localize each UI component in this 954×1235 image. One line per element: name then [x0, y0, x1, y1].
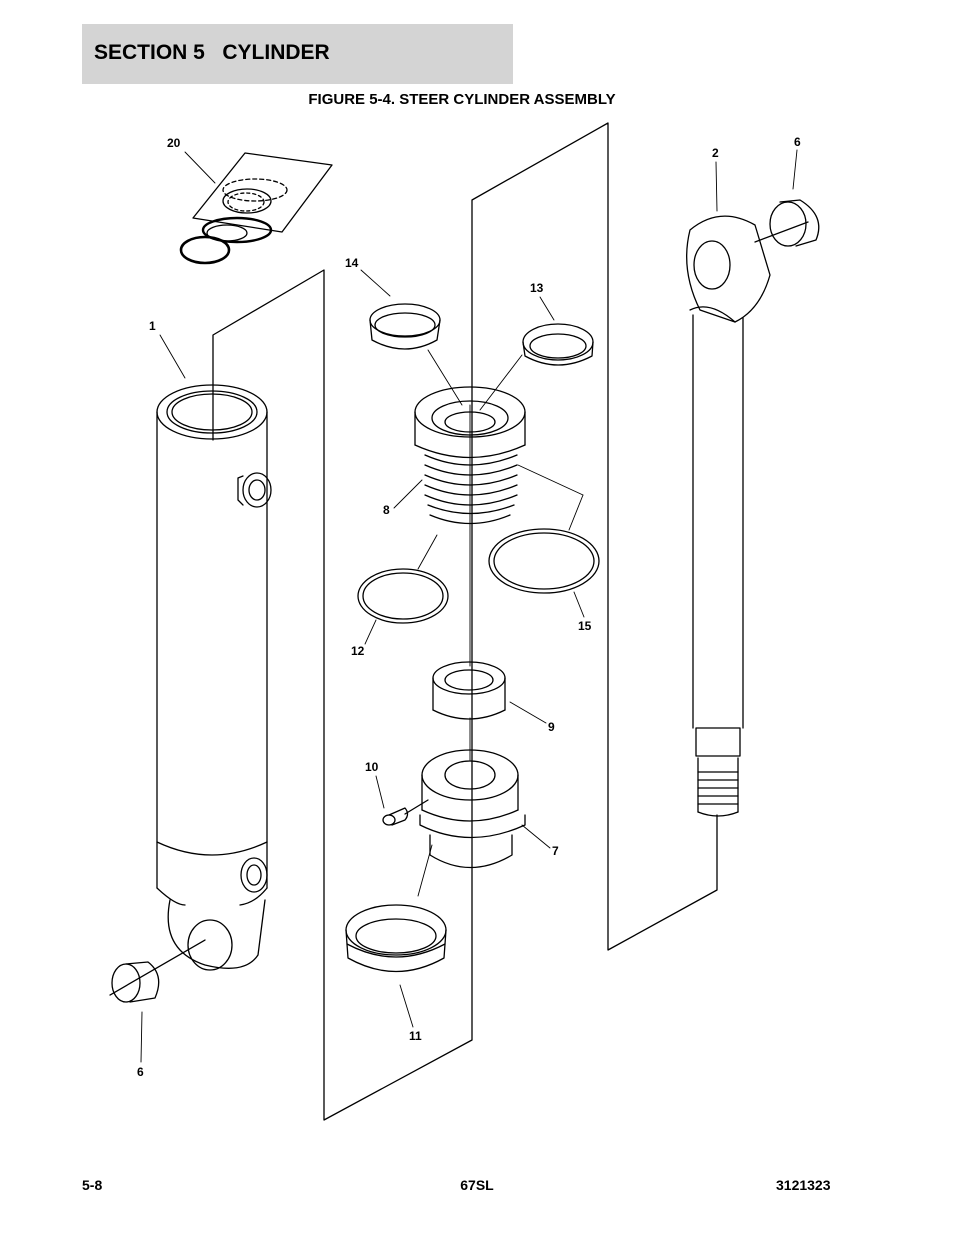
rod-seal	[522, 323, 594, 366]
page-number: 5-8	[82, 1177, 103, 1193]
set-screw-10	[382, 799, 429, 826]
o-ring-12	[357, 568, 449, 624]
callout-1: 1	[149, 319, 156, 333]
document-number: 3121323	[776, 1177, 831, 1193]
section-title: SECTION 5 CYLINDER	[94, 41, 330, 64]
model-name: 67SL	[460, 1177, 494, 1193]
callout-7: 7	[552, 844, 559, 858]
callout-20: 20	[167, 136, 181, 150]
wiper-seal	[369, 303, 441, 350]
spacer-9	[432, 661, 506, 720]
callout-6-bottom: 6	[137, 1065, 144, 1079]
assembly-frame-lines	[212, 122, 718, 1121]
lower-bushing	[109, 939, 206, 1003]
seal-kit-bag	[179, 152, 333, 265]
callout-labels: 20 1 14 13 2 6 8 12 15 9 10 7 11 6	[137, 135, 801, 1079]
callout-2: 2	[712, 146, 719, 160]
callout-15: 15	[578, 619, 592, 633]
callout-6-top: 6	[794, 135, 801, 149]
cylinder-barrel	[156, 384, 272, 971]
figure-title: FIGURE 5-4. STEER CYLINDER ASSEMBLY	[308, 91, 616, 108]
cylinder-rod	[686, 215, 771, 817]
leader-lines	[140, 149, 798, 1063]
section-banner: SECTION 5 CYLINDER	[82, 24, 513, 84]
callout-10: 10	[365, 760, 379, 774]
piston-seal-11	[345, 904, 447, 973]
piston-7	[419, 749, 526, 869]
backup-ring-15	[488, 528, 600, 594]
callout-12: 12	[351, 644, 365, 658]
callout-9: 9	[548, 720, 555, 734]
callout-8: 8	[383, 503, 390, 517]
callout-11: 11	[409, 1029, 422, 1043]
callout-14: 14	[345, 256, 359, 270]
upper-bushing	[754, 199, 820, 247]
callout-13: 13	[530, 281, 544, 295]
